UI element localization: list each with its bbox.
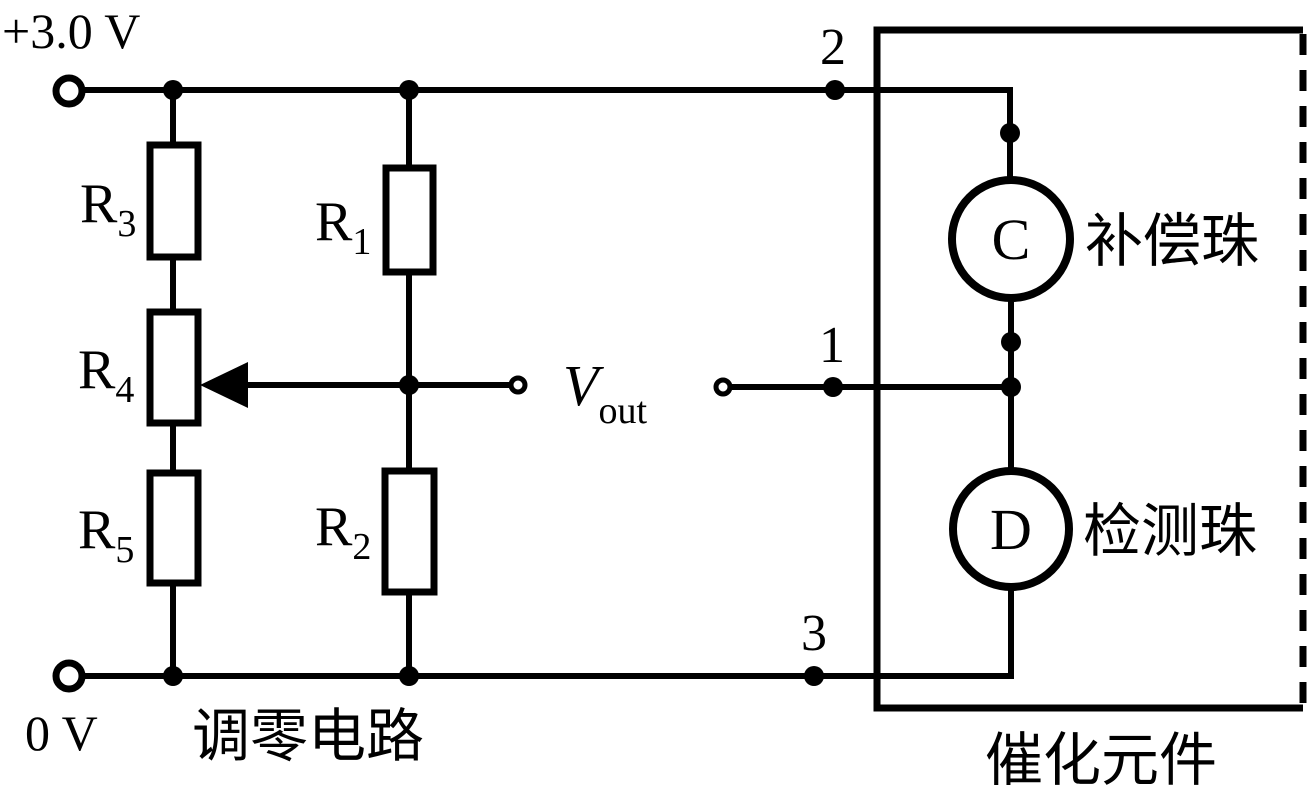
junction-dot: [399, 666, 419, 686]
terminal-1-label: 1: [819, 317, 845, 374]
detection-bead-symbol: D: [990, 497, 1032, 562]
junction-dots: [163, 80, 1021, 686]
beads: [948, 176, 1074, 591]
bead-lead-dot: [1001, 377, 1021, 397]
junction-dot: [163, 80, 183, 100]
resistor-r5: [146, 469, 202, 587]
resistor-r5-label: R5: [78, 499, 134, 571]
bead-lead-dot: [1000, 123, 1020, 143]
potentiometer-arrow-icon: [200, 362, 248, 408]
resistor-r2: [381, 467, 438, 596]
terminal-3-dot: [804, 666, 824, 686]
wires: [82, 87, 1014, 679]
bead-lead-dot: [1001, 332, 1021, 352]
catalytic-element-box: [873, 26, 1307, 712]
resistor-r3: [146, 141, 202, 261]
wire-bottom-rail: [84, 585, 1014, 679]
terminal-2-label: 2: [820, 19, 846, 76]
terminal-1-dot: [823, 377, 843, 397]
compensation-bead-label: 补偿珠: [1085, 209, 1259, 274]
sensor-input-terminal: [713, 377, 733, 397]
supply-zero-label: 0 V: [25, 705, 98, 761]
vout-terminal: [508, 375, 528, 395]
wire-top-rail: [82, 87, 1013, 183]
compensation-bead-symbol: C: [992, 207, 1031, 272]
vout-label: Vout: [563, 353, 647, 432]
resistor-r1-label: R1: [315, 191, 371, 263]
resistors: [146, 141, 438, 596]
resistor-r2-label: R2: [315, 496, 371, 568]
detection-bead-circle: [949, 467, 1073, 591]
junction-dot: [163, 666, 183, 686]
junction-dot: [399, 375, 419, 395]
terminal-2-dot: [825, 80, 845, 100]
terminal-3-label: 3: [801, 605, 827, 662]
bridge-caption: 调零电路: [192, 704, 424, 769]
resistor-r4-label: R4: [78, 339, 134, 411]
resistor-r3-label: R3: [80, 173, 136, 245]
box-solid-edges: [873, 26, 1303, 712]
detection-bead-label: 检测珠: [1083, 499, 1257, 564]
resistor-r4-potentiometer: [146, 308, 202, 427]
supply-zero-terminal: [52, 659, 86, 693]
junction-dot: [399, 80, 419, 100]
resistor-r1: [382, 164, 437, 276]
catalytic-caption: 催化元件: [985, 728, 1217, 788]
open-terminals: [52, 74, 733, 693]
compensation-bead-circle: [948, 176, 1074, 302]
supply-positive-terminal: [52, 74, 86, 108]
supply-positive-label: +3.0 V: [2, 3, 140, 59]
labels: +3.0 V 0 V R3 R4 R5 R1 R2 Vout 2 1 3 C D…: [2, 3, 1259, 788]
